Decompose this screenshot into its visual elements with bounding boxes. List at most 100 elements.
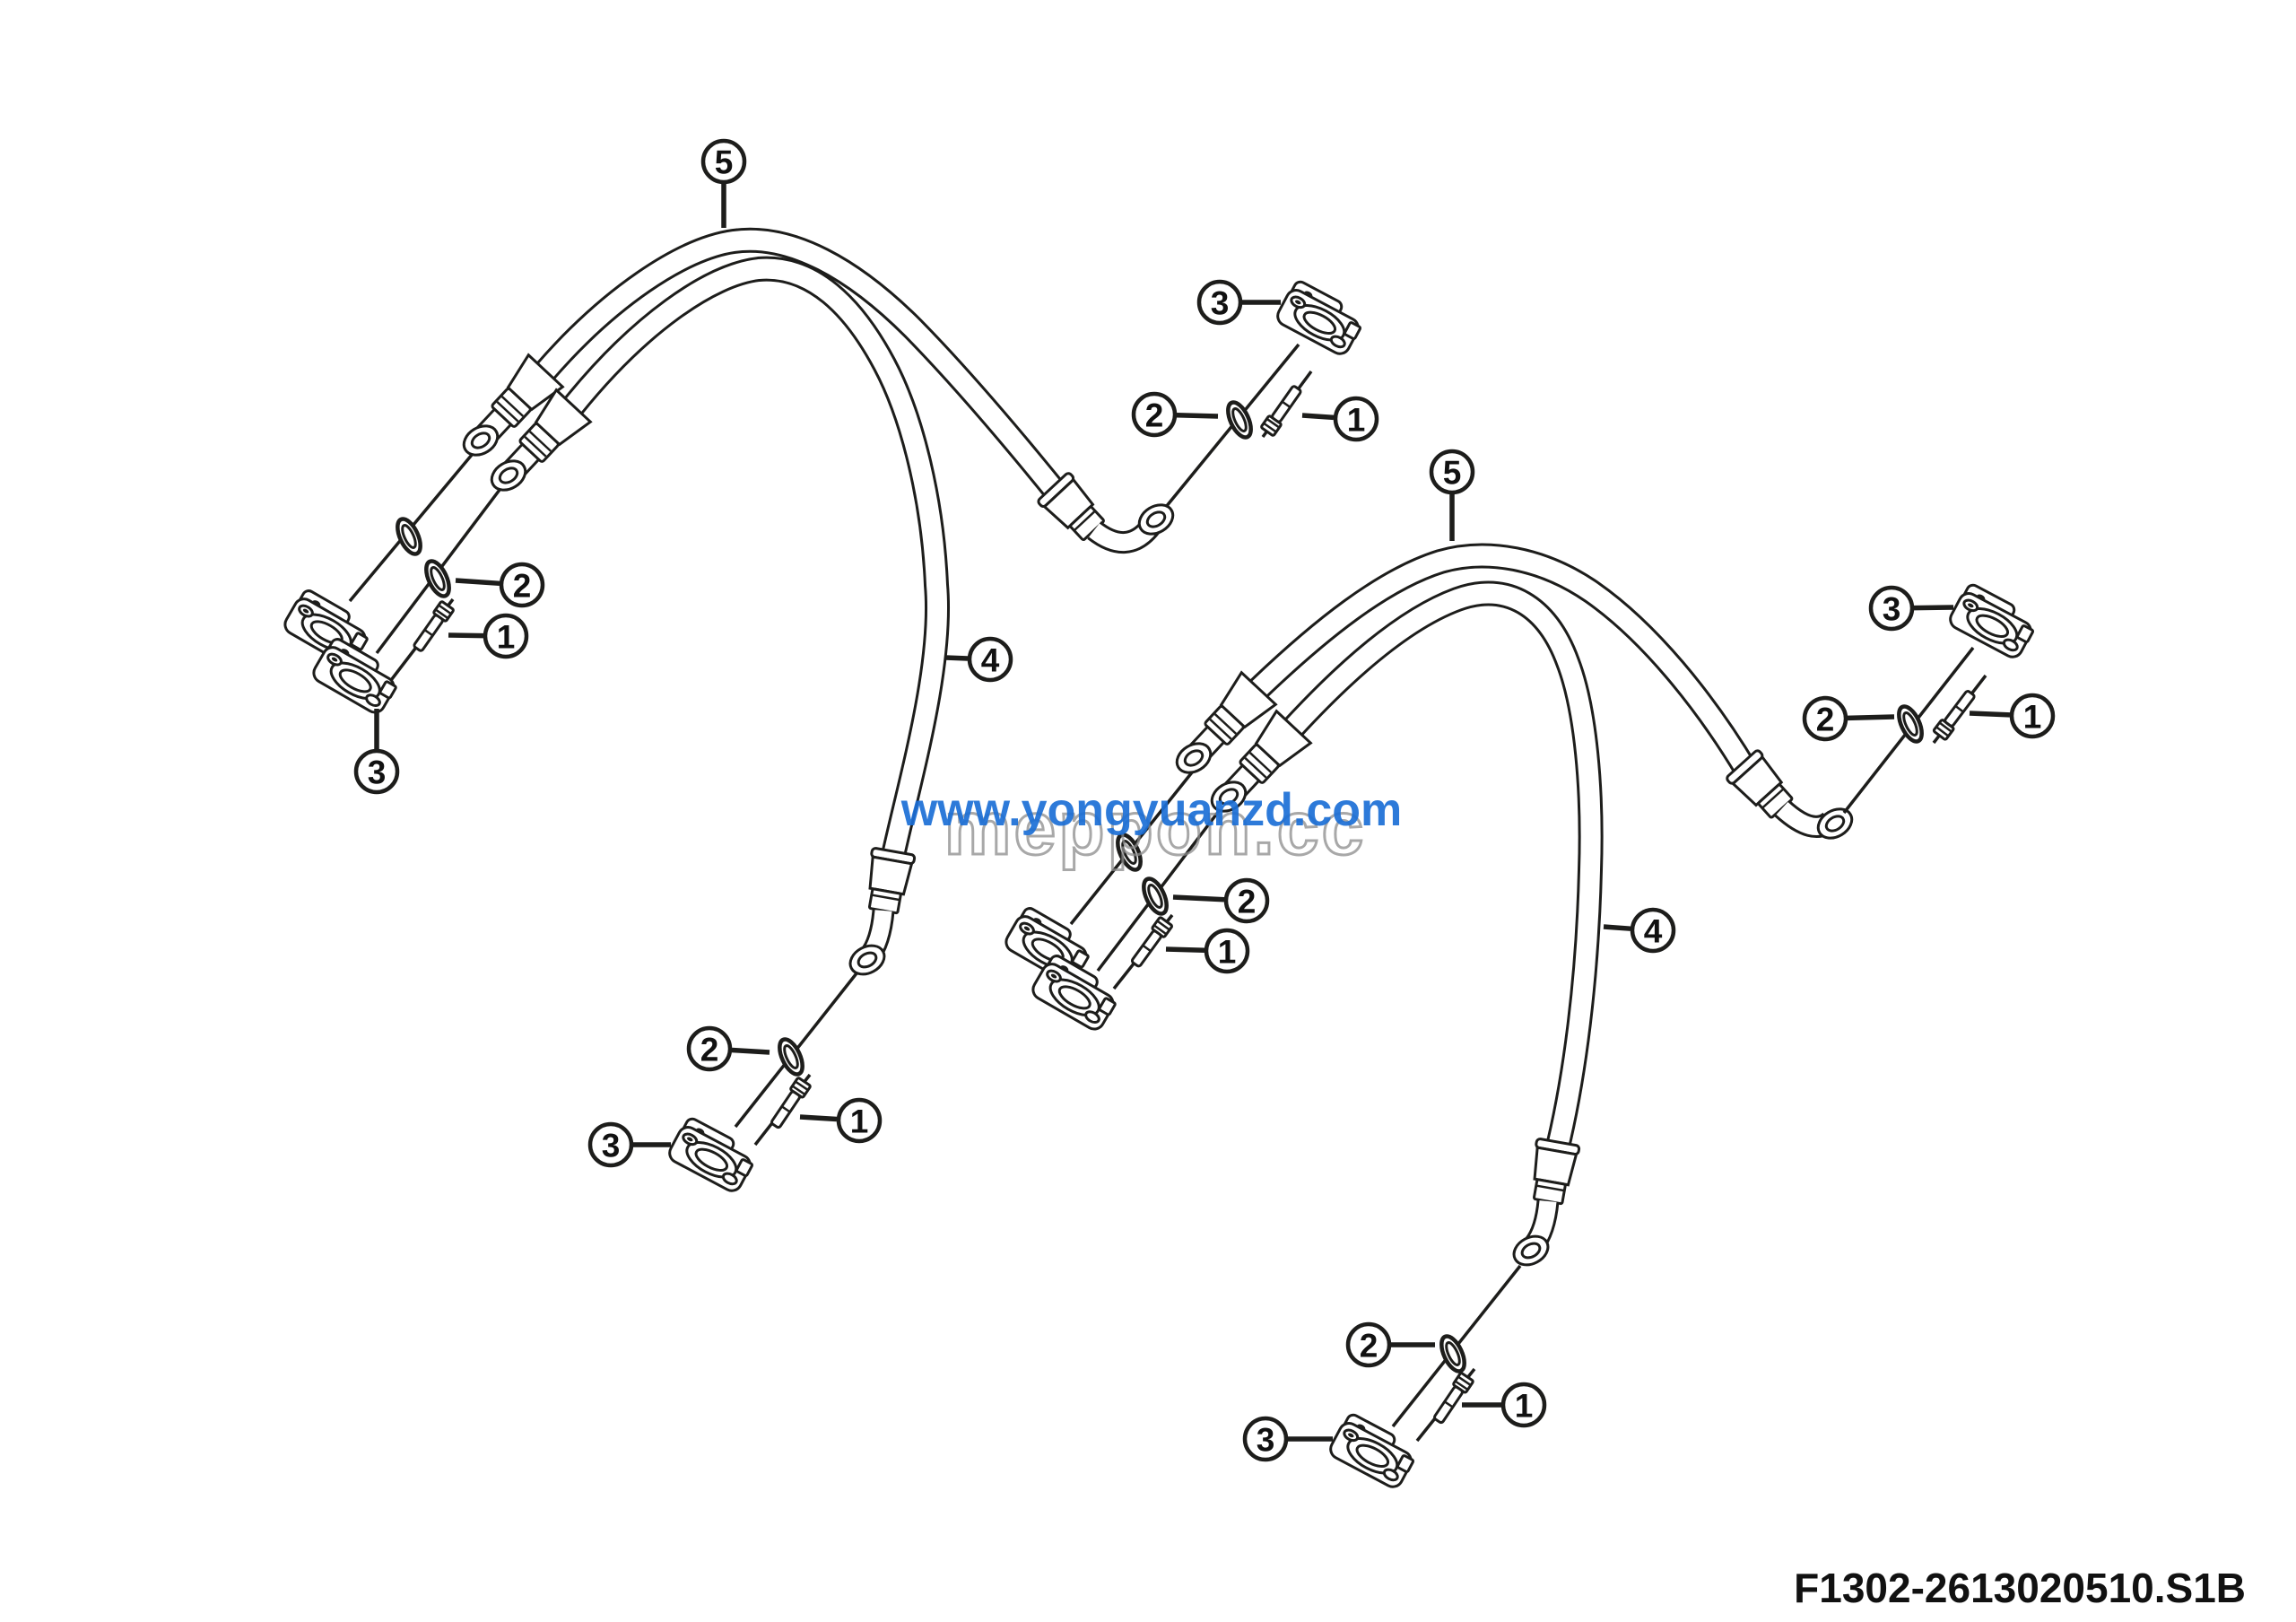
- split-flange-clamp: [1326, 1410, 1422, 1493]
- callout-circle: [1630, 907, 1676, 954]
- split-flange-clamp: [1273, 277, 1369, 360]
- callout-number: 5: [715, 144, 734, 180]
- callout-circle: [483, 613, 529, 659]
- callout-circle: [499, 562, 545, 608]
- o-ring: [393, 516, 425, 558]
- callout-circle: [700, 138, 747, 185]
- callout-5: 5: [700, 138, 747, 228]
- callout-circle: [1333, 396, 1379, 442]
- callout-2: 2: [1345, 1321, 1435, 1368]
- callout-circle: [1196, 279, 1243, 326]
- bolt: [1127, 915, 1174, 971]
- callout-number: 1: [2023, 698, 2042, 735]
- callout-leader-line: [1176, 412, 1219, 419]
- callout-1: 1: [1165, 928, 1250, 974]
- hose-assembly-left: [280, 227, 1369, 1197]
- callout-number: 3: [1883, 590, 1901, 627]
- callout-circle: [967, 636, 1013, 683]
- split-flange-clamp: [665, 1114, 761, 1197]
- callout-2: 2: [1802, 695, 1895, 742]
- callout-leader-line: [799, 1114, 838, 1122]
- callout-number: 2: [700, 1031, 719, 1068]
- hose-4-tube-fill: [564, 258, 947, 862]
- callout-2: 2: [1172, 877, 1270, 924]
- callout-number: 1: [497, 618, 516, 655]
- callout-leader-line: [1847, 714, 1895, 721]
- o-ring: [1894, 703, 1926, 746]
- watermark-brand-text: meppon.cc: [944, 786, 1366, 870]
- callout-4: 4: [1603, 907, 1676, 954]
- callout-number: 4: [981, 641, 1000, 678]
- callout-leader-line: [1165, 946, 1205, 954]
- callout-circle: [2009, 693, 2056, 739]
- callout-number: 3: [602, 1127, 621, 1164]
- watermark-url-text: www.yongyuanzd.com: [900, 784, 1403, 836]
- callout-leader-line: [1913, 605, 1954, 611]
- bolt: [767, 1076, 813, 1131]
- callout-number: 2: [513, 567, 532, 604]
- callout-number: 2: [1145, 397, 1164, 433]
- callout-2: 2: [455, 562, 545, 608]
- hose-5-tube-fill: [536, 230, 1065, 499]
- callout-3: 3: [1242, 1416, 1333, 1462]
- callout-1: 1: [1462, 1382, 1547, 1428]
- callout-leader-line: [1172, 894, 1225, 903]
- callout-5: 5: [1429, 449, 1475, 541]
- callout-number: 1: [1218, 933, 1237, 970]
- callout-1: 1: [799, 1097, 883, 1144]
- callout-circle: [1500, 1382, 1547, 1428]
- callout-number: 1: [1347, 401, 1366, 438]
- callout-circle: [1242, 1416, 1289, 1462]
- callout-circle: [1204, 928, 1250, 974]
- callout-number: 1: [1515, 1387, 1534, 1424]
- elbow-flange: [1811, 801, 1859, 846]
- callout-circle: [1223, 877, 1270, 924]
- bolt: [409, 599, 456, 655]
- callout-2: 2: [686, 1025, 770, 1072]
- callout-circle: [1345, 1321, 1392, 1368]
- hose-5-tube-fill: [1250, 545, 1756, 777]
- callout-number: 4: [1644, 912, 1663, 949]
- callout-circle: [836, 1097, 883, 1144]
- callout-3: 3: [1196, 279, 1281, 326]
- crimp-collar: [1525, 1137, 1581, 1207]
- callout-number: 2: [1238, 883, 1257, 920]
- callout-leader-line: [1603, 924, 1631, 931]
- callout-circle: [353, 748, 400, 795]
- bolt: [1259, 382, 1306, 438]
- split-flange-clamp: [1945, 580, 2041, 663]
- callout-number: 3: [368, 754, 387, 790]
- part-code: F1302-2613020510.S1B: [1794, 1565, 2246, 1611]
- crimp-collar: [860, 846, 917, 916]
- callout-leader-line: [1969, 711, 2011, 718]
- callout-leader-line: [731, 1047, 770, 1055]
- callout-number: 3: [1211, 284, 1230, 321]
- callout-number: 2: [1816, 701, 1835, 737]
- callout-1: 1: [1969, 693, 2056, 739]
- callout-number: 1: [850, 1103, 869, 1139]
- hose-assembly-right: [1001, 543, 2041, 1493]
- callout-circle: [1868, 585, 1915, 632]
- callout-number: 5: [1443, 454, 1462, 491]
- callout-circle: [1429, 449, 1475, 495]
- callout-circle: [587, 1121, 634, 1168]
- callout-1: 1: [448, 613, 529, 659]
- callout-circle: [686, 1025, 733, 1072]
- callout-3: 3: [587, 1121, 671, 1168]
- callout-3: 3: [1868, 585, 1954, 632]
- callout-3: 3: [353, 709, 400, 795]
- o-ring: [1437, 1333, 1469, 1375]
- callout-leader-line: [1301, 413, 1335, 421]
- callout-1: 1: [1301, 396, 1379, 442]
- hose-4-tube-fill: [1284, 583, 1601, 1153]
- callout-leader-line: [455, 578, 500, 587]
- callout-number: 2: [1360, 1327, 1378, 1364]
- o-ring: [422, 558, 454, 600]
- callout-leader-line: [448, 632, 484, 639]
- callout-number: 3: [1257, 1421, 1275, 1458]
- callout-2: 2: [1131, 391, 1219, 438]
- callout-4: 4: [944, 636, 1013, 683]
